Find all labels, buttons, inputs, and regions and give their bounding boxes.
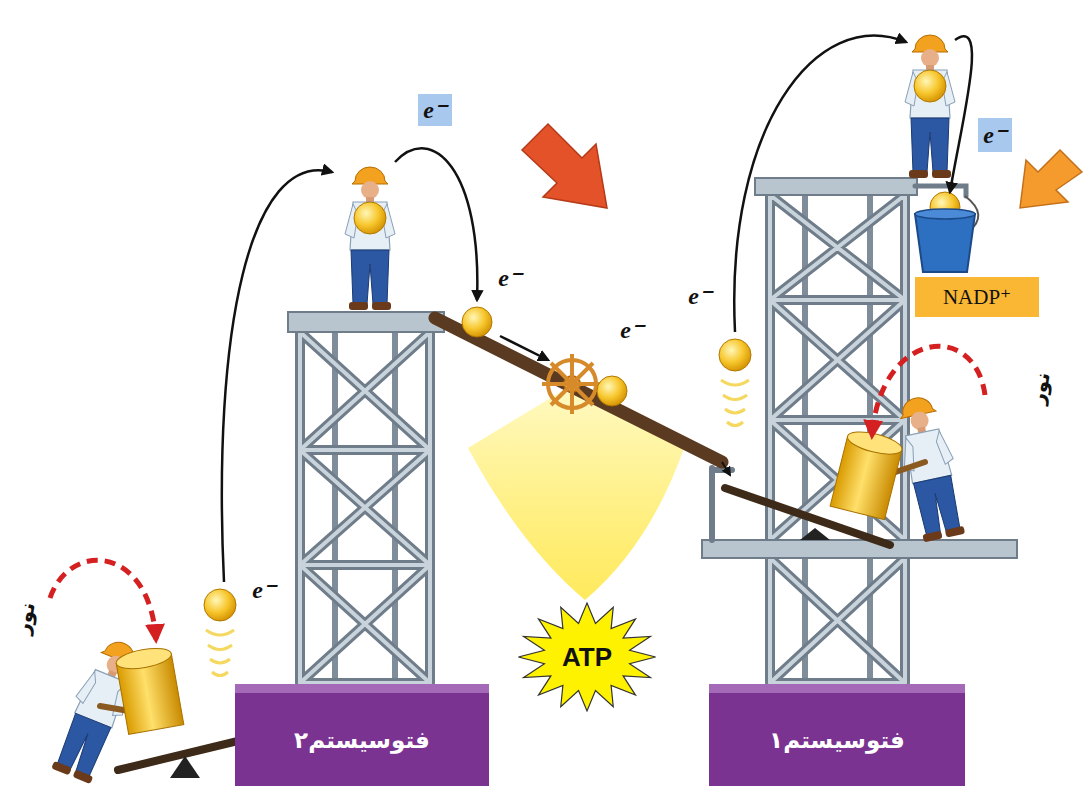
label-holder: e⁻ <box>498 264 522 292</box>
direction-arrow <box>522 124 607 208</box>
fulcrum <box>170 756 200 778</box>
energy-beam <box>468 385 684 600</box>
node-text: ATP <box>562 642 612 673</box>
label-holder: نور <box>1025 370 1055 406</box>
flow-arrow <box>722 462 730 475</box>
label-holder: e⁻ <box>688 282 712 310</box>
jump-arrow <box>222 36 972 582</box>
fulcrum <box>800 528 830 540</box>
light-arrow <box>50 346 985 640</box>
electron-label: e⁻ <box>620 316 644 344</box>
tower-ps2 <box>288 312 444 683</box>
nadp-label: NADP⁺ <box>915 277 1039 317</box>
electron-tag: e⁻ <box>418 94 452 126</box>
node-text: فتوسیستم۱ <box>769 727 905 753</box>
nadp-bucket <box>915 192 978 272</box>
electron-label: e⁻ <box>498 264 522 292</box>
electron-tag: e⁻ <box>978 118 1012 152</box>
atp-starburst: ATP <box>517 602 657 712</box>
mallet <box>830 428 925 520</box>
mallet <box>100 645 184 734</box>
photosystem-base: فتوسیستم۱ <box>709 684 965 786</box>
light-label: نور <box>10 600 40 636</box>
label-holder: e⁻ <box>620 316 644 344</box>
worker <box>345 167 395 310</box>
node-text: e⁻ <box>983 123 1007 147</box>
label-holder: e⁻ <box>252 576 276 604</box>
electron-ball <box>914 70 946 102</box>
node-text: e⁻ <box>423 98 447 122</box>
node-text: فتوسیستم۲ <box>294 727 430 753</box>
electron-ball <box>354 202 386 234</box>
motion-lines <box>206 380 749 676</box>
photosystem-base: فتوسیستم۲ <box>235 684 489 786</box>
tower-ps1 <box>702 178 1017 683</box>
light-label: نور <box>1025 370 1055 406</box>
node-text: NADP⁺ <box>943 285 1011 310</box>
flow-arrow <box>500 336 548 360</box>
label-holder: نور <box>10 600 40 636</box>
direction-arrow <box>1020 150 1082 208</box>
worker <box>905 35 955 178</box>
turbine-wheel <box>542 354 602 414</box>
electron-label: e⁻ <box>688 282 712 310</box>
electron-ramp <box>435 318 722 462</box>
electron-ball <box>204 307 751 621</box>
electron-label: e⁻ <box>252 576 276 604</box>
